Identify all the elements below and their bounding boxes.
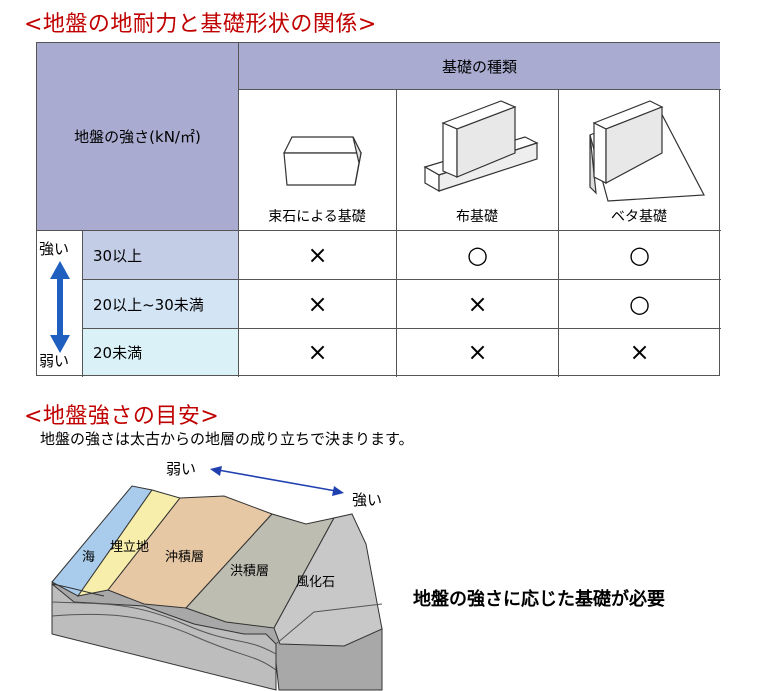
row-label-strong: 30以上: [83, 231, 238, 279]
geology-cross-section: [51, 485, 383, 691]
mark: ○: [629, 290, 650, 318]
foundation-header-cell: 基礎の種類: [239, 43, 720, 89]
mark-cell: ×: [397, 329, 558, 375]
mark-cell: ○: [559, 280, 720, 328]
conclusion-text: 地盤の強さに応じた基礎が必要: [413, 589, 665, 610]
row-label-text: 20以上~30未満: [93, 295, 204, 314]
mark: ×: [307, 290, 328, 318]
strength-high-label: 強い: [39, 240, 70, 258]
weathered-rock-layer: [273, 513, 383, 647]
mat-foundation-icon: [589, 100, 705, 202]
mark: ×: [307, 241, 328, 269]
row-label-text: 20未満: [93, 343, 143, 362]
stone-foundation-icon: [283, 136, 362, 186]
table-title: <地盤の地耐力と基礎形状の関係>: [24, 12, 377, 37]
strength-arrow-icon: [50, 261, 70, 353]
layer-label-diluvium: 洪積層: [230, 564, 270, 579]
mark: ○: [629, 241, 650, 269]
mark: ×: [307, 338, 328, 366]
mark: ×: [467, 290, 488, 318]
strength-header: 地盤の強さ(kN/㎡): [74, 128, 201, 146]
row-label-text: 30以上: [93, 246, 143, 265]
scale-strong-label: 強い: [352, 491, 383, 509]
foundation-label: 布基礎: [456, 209, 498, 225]
row-label-medium: 20以上~30未満: [83, 280, 238, 328]
grid-line: [396, 89, 397, 377]
strength-header-cell: 地盤の強さ(kN/㎡): [37, 43, 238, 230]
scale-arrow-icon: [210, 466, 344, 496]
grid-line: [37, 230, 721, 231]
mark-cell: ×: [559, 329, 720, 375]
mark-cell: ×: [239, 231, 396, 279]
strength-low-label: 弱い: [39, 352, 70, 370]
layer-label-sea: 海: [82, 550, 96, 565]
mark-cell: ×: [397, 280, 558, 328]
row-label-weak: 20未満: [83, 329, 238, 375]
layer-label-alluvium: 沖積層: [165, 550, 205, 565]
foundation-header: 基礎の種類: [441, 57, 517, 76]
foundation-label: 束石による基礎: [268, 209, 366, 225]
layer-label-weathered-rock: 風化石: [296, 575, 336, 590]
guide-title: <地盤強さの目安>: [24, 404, 220, 429]
mark: ×: [467, 338, 488, 366]
grid-line: [238, 89, 721, 90]
layer-label-landfill: 埋立地: [110, 540, 150, 555]
mark-cell: ○: [397, 231, 558, 279]
mark-cell: ×: [239, 329, 396, 375]
mark: ×: [629, 338, 650, 366]
foundation-table: 地盤の強さ(kN/㎡) 基礎の種類 30以上 20以上~30未満 20未満 × …: [36, 42, 721, 377]
grid-line: [82, 230, 83, 377]
scale-weak-label: 弱い: [166, 460, 197, 478]
mark: ○: [467, 241, 488, 269]
foundation-label: ベタ基礎: [611, 209, 667, 225]
grid-line: [82, 279, 721, 280]
strip-foundation-icon: [423, 100, 539, 193]
guide-description: 地盤の強さは太古からの地層の成り立ちで決まります。: [40, 430, 414, 448]
grid-line: [238, 43, 239, 377]
grid-line: [558, 89, 559, 377]
mark-cell: ○: [559, 231, 720, 279]
grid-line: [82, 328, 721, 329]
mark-cell: ×: [239, 280, 396, 328]
